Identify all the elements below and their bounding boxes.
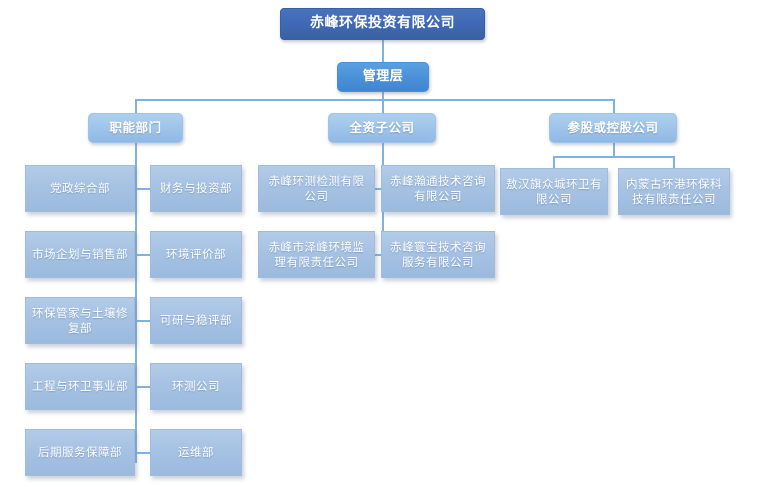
leaf-functional-left-4[interactable]: 工程与环卫事业部: [25, 363, 135, 410]
leaf-functional-left-3[interactable]: 环保管家与土壤修复部: [25, 297, 135, 344]
leaf-functional-left-1[interactable]: 党政综合部: [25, 165, 135, 212]
leaf-functional-right-3[interactable]: 可研与稳评部: [150, 297, 242, 344]
leaf-functional-right-4[interactable]: 环测公司: [150, 363, 242, 410]
leaf-holding-right-1[interactable]: 内蒙古环港环保科技有限责任公司: [618, 168, 730, 215]
leaf-functional-left-2[interactable]: 市场企划与销售部: [25, 231, 135, 278]
connector-rung-functional-4: [110, 386, 165, 388]
connector-root-to-management: [382, 40, 384, 62]
connector-bus-to-category-3: [613, 99, 615, 113]
leaf-functional-left-5[interactable]: 后期服务保障部: [25, 429, 135, 476]
connector-management-to-bus: [382, 92, 384, 100]
connector-rung-functional-1: [110, 188, 165, 190]
category-functional-departments[interactable]: 职能部门: [88, 113, 183, 143]
leaf-subsidiary-left-2[interactable]: 赤峰市泽峰环境监理有限责任公司: [258, 231, 375, 278]
connector-category-bus: [135, 99, 615, 101]
root-node[interactable]: 赤峰环保投资有限公司: [280, 8, 485, 40]
connector-spine-holding: [613, 143, 615, 157]
connector-rung-functional-5: [110, 452, 165, 454]
management-node[interactable]: 管理层: [337, 62, 429, 92]
connector-drop-holding-2: [673, 156, 675, 168]
connector-bus-to-category-1: [135, 99, 137, 113]
connector-bus-to-category-2: [382, 99, 384, 113]
category-equity-or-holding-companies[interactable]: 参股或控股公司: [549, 113, 677, 143]
leaf-functional-right-1[interactable]: 财务与投资部: [150, 165, 242, 212]
leaf-subsidiary-right-2[interactable]: 赤峰寰宝技术咨询服务有限公司: [381, 231, 495, 278]
leaf-functional-right-2[interactable]: 环境评价部: [150, 231, 242, 278]
connector-rung-functional-2: [110, 254, 165, 256]
leaf-subsidiary-left-1[interactable]: 赤峰环测检测有限公司: [258, 165, 375, 212]
connector-spine-functional: [135, 143, 137, 463]
connector-drop-holding-1: [553, 156, 555, 168]
leaf-subsidiary-right-1[interactable]: 赤峰瀚通技术咨询有限公司: [381, 165, 495, 212]
connector-bus-holding: [553, 156, 675, 158]
leaf-holding-left-1[interactable]: 敖汉旗众城环卫有限公司: [500, 168, 608, 215]
category-wholly-owned-subsidiaries[interactable]: 全资子公司: [328, 113, 436, 143]
connector-rung-functional-3: [110, 320, 165, 322]
leaf-functional-right-5[interactable]: 运维部: [150, 429, 242, 476]
